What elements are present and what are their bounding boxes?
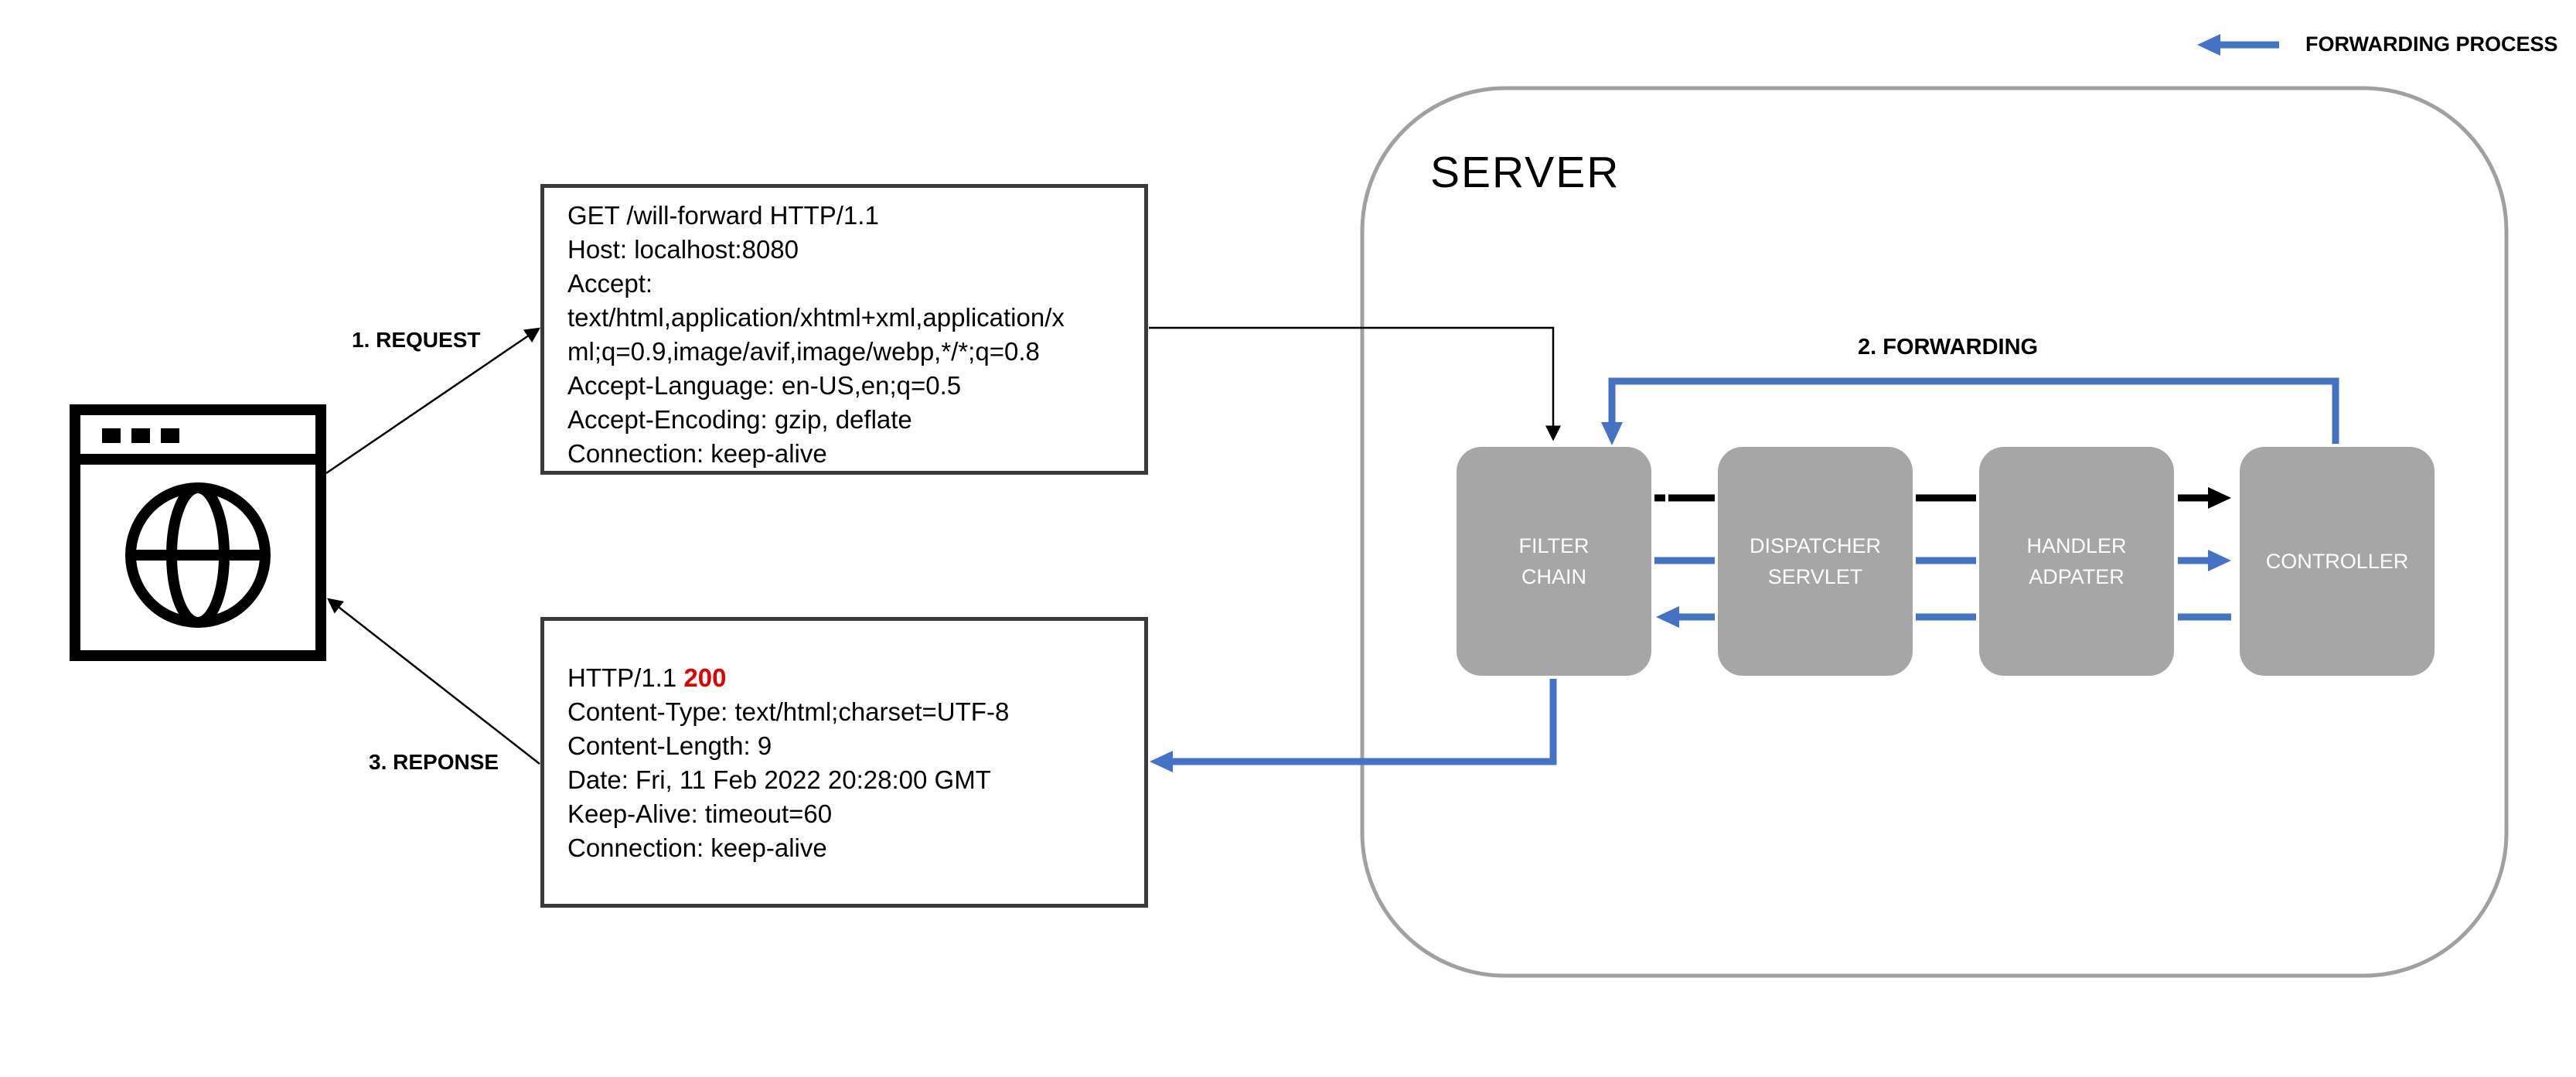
http-request-box: GET /will-forward HTTP/1.1 Host: localho… (540, 184, 1148, 475)
node-label-line: CHAIN (1521, 565, 1586, 588)
response-status-code: 200 (683, 663, 727, 692)
node-label-line: DISPATCHER (1749, 534, 1881, 557)
arrowhead-controller-mid (2208, 550, 2231, 571)
node-label-line: SERVLET (1767, 565, 1863, 588)
arrowhead-controller-top (2208, 487, 2231, 509)
request-line: ml;q=0.9,image/avif,image/webp,*/*;q=0.8 (567, 337, 1040, 366)
response-line: Keep-Alive: timeout=60 (567, 799, 833, 828)
response-line: Date: Fri, 11 Feb 2022 20:28:00 GMT (567, 765, 991, 794)
response-status-prefix: HTTP/1.1 (567, 663, 684, 692)
legend-arrowhead (2197, 34, 2220, 56)
request-line: Accept-Encoding: gzip, deflate (567, 405, 912, 434)
response-line: Connection: keep-alive (567, 833, 827, 862)
response-label: 3. REPONSE (369, 750, 499, 774)
request-line: Host: localhost:8080 (567, 235, 799, 264)
request-line: text/html,application/xhtml+xml,applicat… (567, 303, 1065, 332)
filter-chain-node: FILTER CHAIN (1457, 447, 1651, 676)
handler-adapter-node: HANDLER ADPATER (1979, 447, 2174, 676)
arrowhead-filter-bottom (1656, 606, 1679, 628)
response-status-line: HTTP/1.1 200 (567, 661, 1144, 695)
node-label-line: CONTROLLER (2265, 550, 2409, 573)
request-to-filter-arrow (1149, 326, 1561, 441)
filter-to-response-arrowhead (1150, 751, 1173, 772)
node-label-line: FILTER (1518, 534, 1590, 557)
request-line: Accept: (567, 269, 653, 298)
node-label-line: HANDLER (2026, 534, 2127, 557)
http-response-box: HTTP/1.1 200 Content-Type: text/html;cha… (540, 617, 1148, 908)
request-arrow (325, 327, 541, 475)
controller-node: CONTROLLER (2240, 447, 2435, 676)
forwarding-loop-arrowhead (1601, 422, 1623, 445)
browser-globe-icon (70, 404, 326, 661)
dispatcher-servlet-node: DISPATCHER SERVLET (1718, 447, 1913, 676)
request-line: Accept-Language: en-US,en;q=0.5 (567, 371, 962, 400)
filter-to-response-arrow (1171, 679, 1557, 765)
response-arrow (327, 598, 540, 765)
server-title: SERVER (1430, 148, 1620, 197)
node-label-line: ADPATER (2029, 565, 2125, 588)
forwarding-label: 2. FORWARDING (1858, 335, 2039, 360)
request-line: GET /will-forward HTTP/1.1 (567, 201, 879, 230)
request-line: Connection: keep-alive (567, 439, 827, 468)
legend-label: FORWARDING PROCESS (2305, 32, 2558, 56)
server-container (1360, 86, 2509, 978)
response-line: Content-Length: 9 (567, 731, 772, 760)
request-label: 1. REQUEST (352, 328, 481, 352)
forwarding-loop-arrow (1608, 377, 2339, 444)
response-line: Content-Type: text/html;charset=UTF-8 (567, 697, 1010, 726)
